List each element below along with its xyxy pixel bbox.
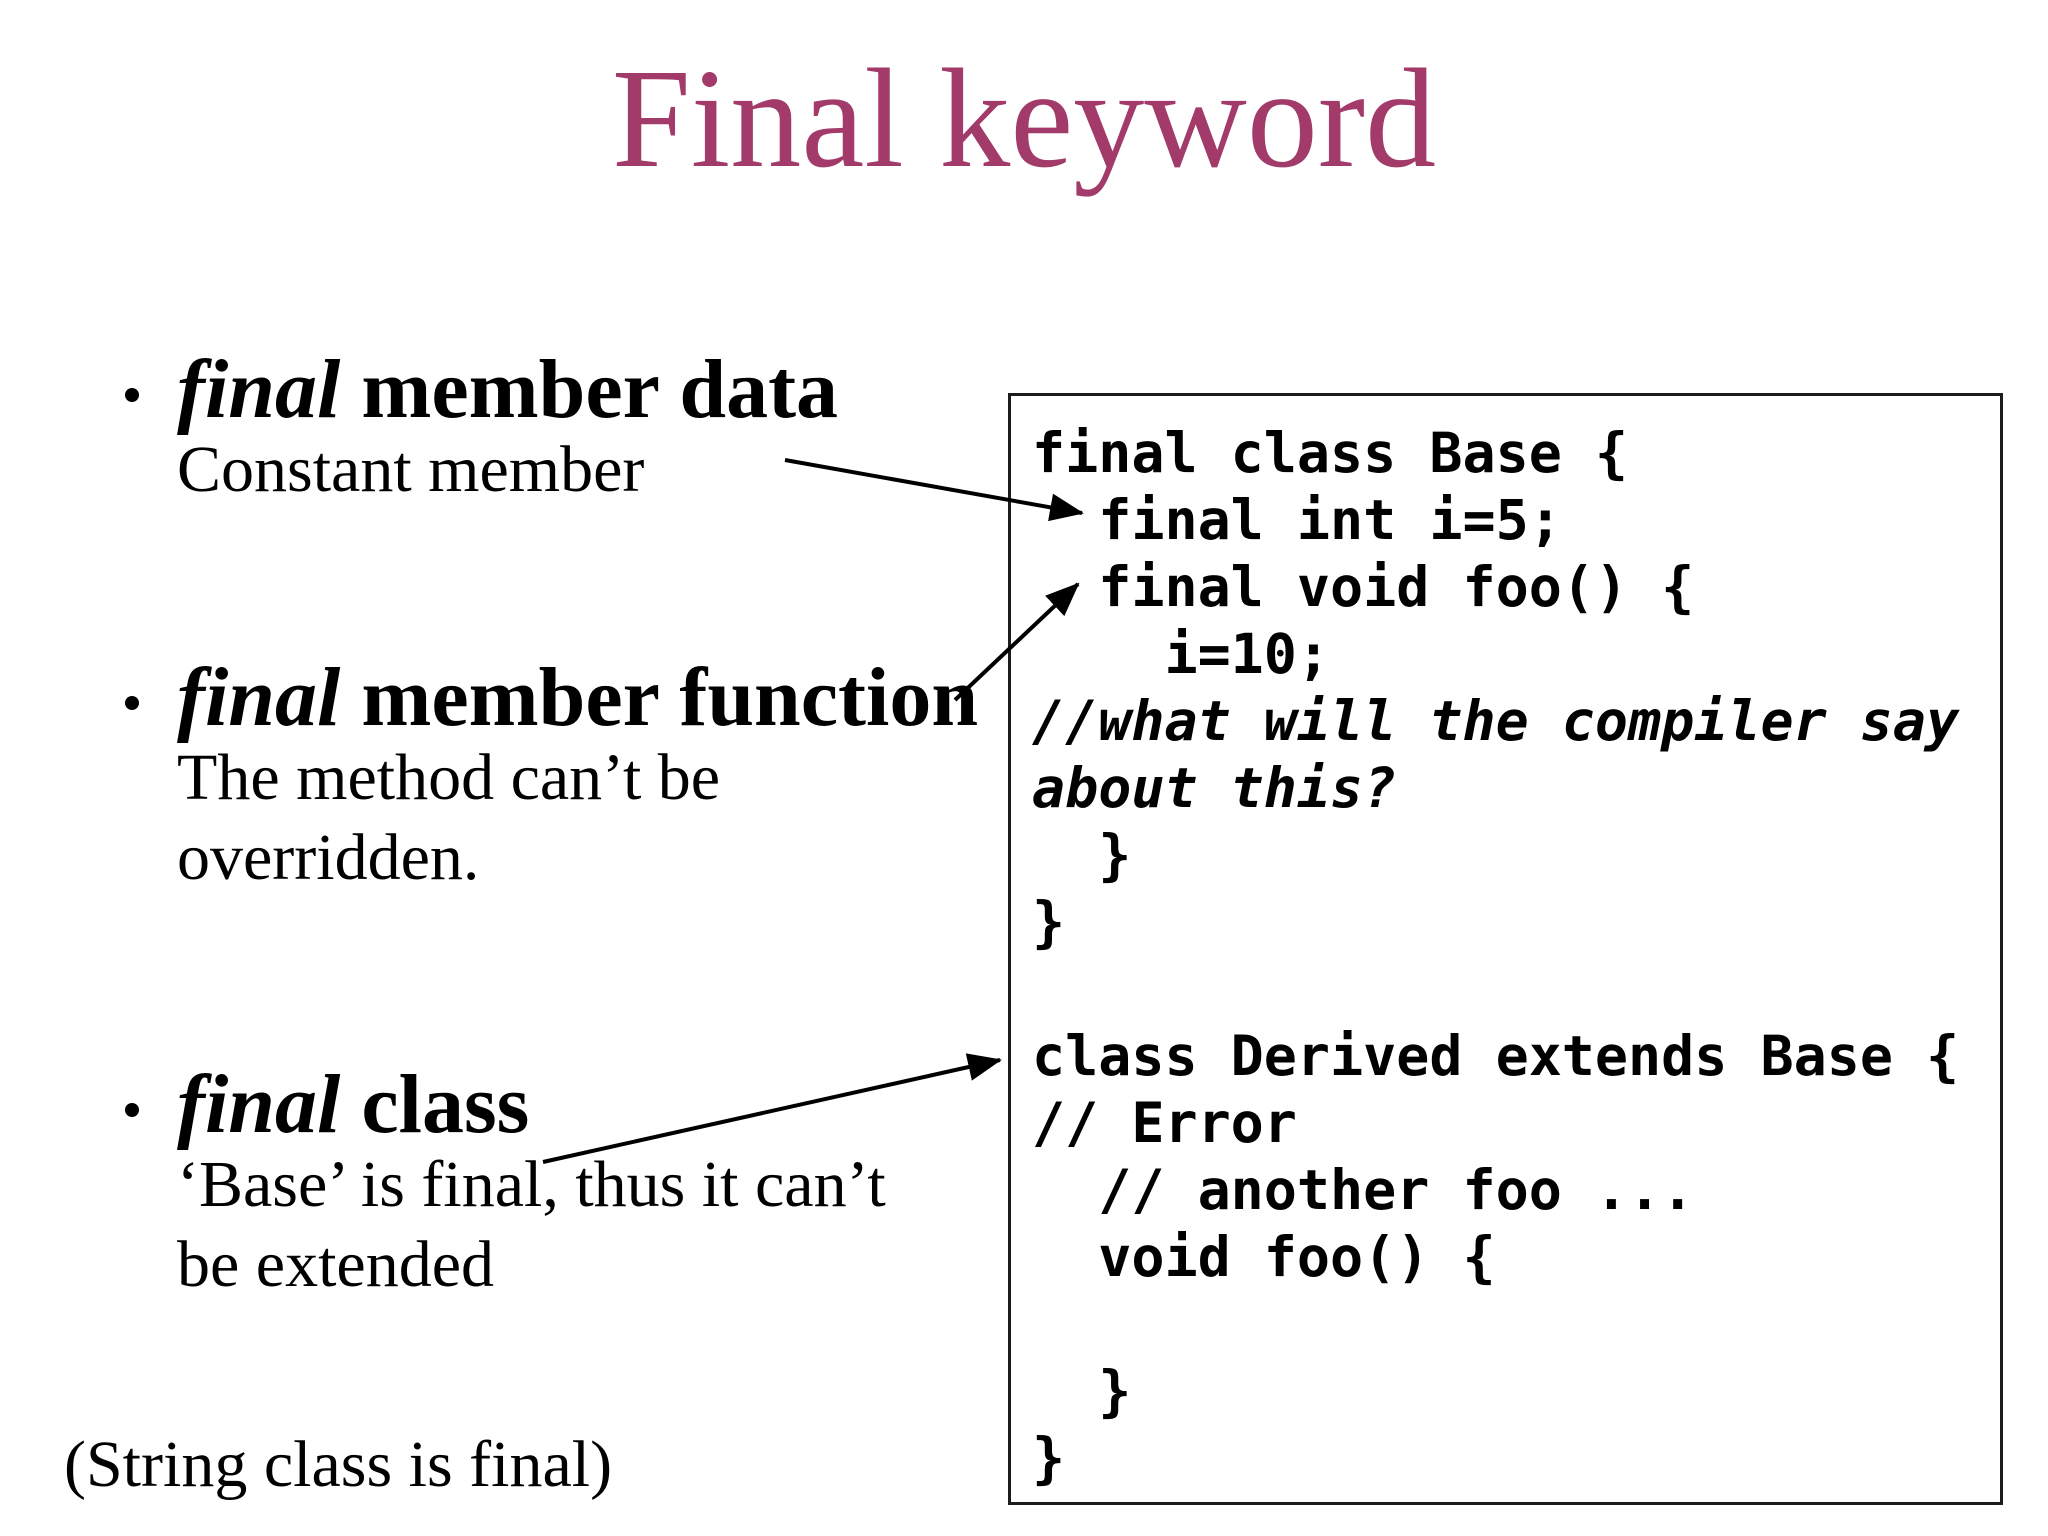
code-line <box>1032 1291 2000 1358</box>
code-line: // Error <box>1032 1091 1297 1155</box>
code-line: about this? <box>1032 756 1397 820</box>
bullet-final-member-function: final member function The method can’t b… <box>105 656 978 898</box>
final-keyword-term: final <box>177 343 341 436</box>
code-line: final void foo() { <box>1032 555 1695 619</box>
code-line: } <box>1032 890 1066 954</box>
code-line: //what will the compiler say <box>1032 689 1960 753</box>
code-lines: final class Base { final int i=5; final … <box>1032 420 2000 1492</box>
bullet-final-class: final class ‘Base’ is final, thus it can… <box>105 1063 886 1305</box>
bullet-heading-rest: class <box>340 1058 530 1151</box>
code-line: } <box>1032 1359 1132 1423</box>
bullet-description-line: ‘Base’ is final, thus it can’t <box>177 1148 886 1221</box>
bullet-description-line: Constant member <box>177 433 645 506</box>
bullet-heading: final member function <box>177 656 978 740</box>
page-title: Final keyword <box>611 39 1437 197</box>
bullet-heading-rest: member function <box>340 651 979 744</box>
code-panel: final class Base { final int i=5; final … <box>1008 393 2003 1505</box>
code-line: final class Base { <box>1032 421 1629 485</box>
code-line: } <box>1032 823 1132 887</box>
bullet-text: final class ‘Base’ is final, thus it can… <box>177 1063 886 1305</box>
code-line <box>1032 956 2000 1023</box>
bullet-description-line: The method can’t be <box>177 741 721 814</box>
final-keyword-term: final <box>177 1058 341 1151</box>
bullet-text: final member data Constant member <box>177 348 838 510</box>
code-line: // another foo ... <box>1032 1158 1695 1222</box>
bullet-heading: final member data <box>177 348 838 432</box>
bullet-text: final member function The method can’t b… <box>177 656 978 898</box>
code-line: class Derived extends Base { <box>1032 1024 1960 1088</box>
bullet-dot <box>125 696 139 710</box>
code-line: } <box>1032 1426 1066 1490</box>
code-line: void foo() { <box>1032 1225 1496 1289</box>
bullet-dot <box>125 388 139 402</box>
bullet-dot <box>125 1103 139 1117</box>
bullet-final-member-data: final member data Constant member <box>105 348 838 510</box>
footnote-string-final: (String class is final) <box>64 1428 613 1501</box>
code-line: i=10; <box>1032 622 1331 686</box>
final-keyword-term: final <box>177 651 341 744</box>
bullet-heading: final class <box>177 1063 886 1147</box>
bullet-heading-rest: member data <box>340 343 839 436</box>
bullet-description-line: be extended <box>177 1228 495 1301</box>
code-line: final int i=5; <box>1032 488 1562 552</box>
bullet-description-line: overridden. <box>177 821 480 894</box>
